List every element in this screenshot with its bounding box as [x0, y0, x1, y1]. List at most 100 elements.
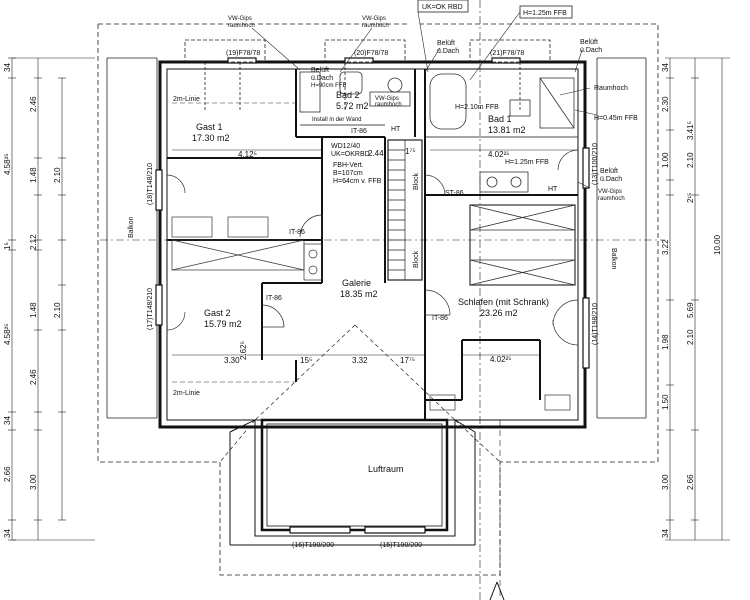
balkon-left-label: Balkon	[128, 216, 135, 238]
window-marks	[155, 57, 590, 534]
north-arrow	[489, 581, 505, 600]
h125-bad-note: H=1.25m FFB	[505, 159, 549, 166]
two-meter-lines	[172, 102, 296, 383]
right-mid-dim-5: 2.66	[686, 474, 695, 490]
window-20-label: (20)F78/78	[354, 50, 388, 57]
left-outer-dim-6: 34	[3, 529, 12, 538]
left-inner-dim-3: 2.12	[29, 234, 38, 250]
room-galerie-area: 18.35 m2	[340, 289, 378, 299]
it86-label-a: IT-86	[351, 128, 367, 135]
room-bad1-name: Bad 1	[488, 114, 512, 124]
roof-overhang-outline	[97, 23, 659, 576]
right-inner-dim-7: 34	[661, 529, 670, 538]
left-outer-dim-3: 4.58²⁵	[3, 323, 12, 345]
right-mid-dim-4: 5.69	[686, 302, 695, 318]
right-inner-dim-0: 34	[661, 63, 670, 72]
interior-walls	[167, 69, 578, 420]
window-13-label: (13)T100/210	[592, 143, 599, 185]
beluft-c-line1: Belüft	[311, 67, 329, 74]
staircase	[387, 139, 423, 281]
gast1-furniture	[171, 216, 323, 281]
window-15-label: (15)T190/200	[380, 542, 422, 549]
room-bad2-area: 5.72 m2	[336, 101, 369, 111]
st86-label: ST-86	[445, 190, 464, 197]
it86-label-c: IT-86	[266, 295, 282, 302]
window-21-label: (21)F78/78	[490, 50, 524, 57]
outer-walls	[158, 60, 587, 429]
fbh-note-line3: H=64cm v. FFB	[333, 178, 382, 185]
right-inner-dim-4: 1.98	[661, 334, 670, 350]
dim-332: 3.32	[352, 356, 368, 365]
dim-662: 2.62⁵	[239, 341, 248, 360]
beluft-d-line2: ü.Dach	[600, 176, 622, 183]
left-inner-dim-6: 2.46	[29, 369, 38, 385]
left-inner-dim-7: 3.00	[29, 474, 38, 490]
block-label-a: Block	[413, 172, 420, 190]
wd-note-line2: UK=OKRBD	[331, 151, 370, 158]
window-14-label: (14)T198/210	[592, 303, 599, 345]
schlafen-bed	[429, 394, 571, 411]
right-inner-dim-2: 1.00	[661, 152, 670, 168]
room-bad1-area: 13.81 m2	[488, 125, 526, 135]
room-schlafen-name: Schlafen (mit Schrank)	[458, 297, 549, 307]
vwgips-d-line1: VW-Gips	[375, 96, 399, 102]
leader-lines	[251, 11, 598, 189]
room-gast2-area: 15.79 m2	[204, 319, 242, 329]
room-gast1-area: 17.30 m2	[192, 133, 230, 143]
right-mid-dim-2: 2¹⁵	[686, 193, 695, 203]
dim-155: 15⁵	[300, 356, 312, 365]
vwgips-a-line1: VW-Gips	[228, 16, 252, 22]
beluft-a-line2: ü.Dach	[437, 48, 459, 55]
block-label-b: Block	[413, 250, 420, 268]
window-18-label: (18)T148/210	[147, 163, 154, 205]
right-mid-dim-3: 2.10	[686, 329, 695, 345]
fbh-note-line2: B=107cm	[333, 170, 363, 177]
left-outer-dim-2: 1⁵	[3, 242, 12, 250]
dim-412: 4.12⁵	[238, 150, 257, 159]
room-gast1-name: Gast 1	[196, 122, 223, 132]
room-schlafen-area: 23.26 m2	[480, 308, 518, 318]
room-luftraum-name: Luftraum	[368, 464, 404, 474]
dim-402-a: 4.02²⁵	[488, 150, 510, 159]
ht-label-a: HT	[391, 126, 401, 133]
install-note: Install in der Wand	[312, 117, 361, 123]
it86-label-b: IT-86	[289, 229, 305, 236]
bad2-fixtures	[299, 71, 411, 113]
balcony-left	[106, 57, 158, 419]
left-inner-dim-2: 2.10	[53, 167, 62, 183]
right-mid-dim-1: 2.10	[686, 152, 695, 168]
room-galerie-name: Galerie	[342, 278, 371, 288]
vwgips-c-line2: raumhoch	[598, 196, 625, 202]
vwgips-d-line2: raumhoch	[375, 102, 402, 108]
dimension-lines	[8, 57, 730, 541]
dim-244: 2.44	[368, 149, 384, 158]
h045-note: H=0.45m FFB	[594, 115, 638, 122]
beluft-b-line1: Belüft	[580, 39, 598, 46]
window-19-label: (19)F78/78	[226, 50, 260, 57]
left-outer-dim-1: 4.58²⁵	[3, 153, 12, 175]
balkon-right-label: Balkon	[610, 248, 617, 270]
two-m-line-bottom-label: 2m-Linie	[173, 390, 200, 397]
dim-175: 1⁷⁵	[405, 147, 416, 156]
h90-note: H=90cm FFB	[311, 83, 347, 89]
left-outer-dim-4: 34	[3, 416, 12, 425]
h125-top-label: H=1.25m FFB	[523, 10, 567, 17]
beluft-d-line1: Belüft	[600, 168, 618, 175]
balcony-right	[596, 57, 647, 419]
roof-hip-lines	[219, 324, 501, 463]
ht-label-b: HT	[548, 186, 558, 193]
right-inner-dim-5: 1.50	[661, 394, 670, 410]
right-inner-dim-1: 2.30	[661, 96, 670, 112]
left-outer-dim-5: 2.66	[3, 466, 12, 482]
beluft-c-line2: ü.Dach	[311, 75, 333, 82]
right-inner-dim-6: 3.00	[661, 474, 670, 490]
left-inner-dim-5: 2.10	[53, 302, 62, 318]
uk-rbd-label: UK=OK RBD	[422, 4, 463, 11]
window-16-label: (16)T190/200	[292, 542, 334, 549]
fbh-note-line1: FBH-Vert.	[333, 162, 364, 169]
right-mid-dim-0: 3.41⁵	[686, 121, 695, 140]
vwgips-b-line2: raumhoch	[362, 23, 389, 29]
vwgips-c-line1: VW-Gips	[598, 189, 622, 195]
dim-330: 3.30	[224, 356, 240, 365]
schrank-wardrobe	[469, 204, 576, 286]
